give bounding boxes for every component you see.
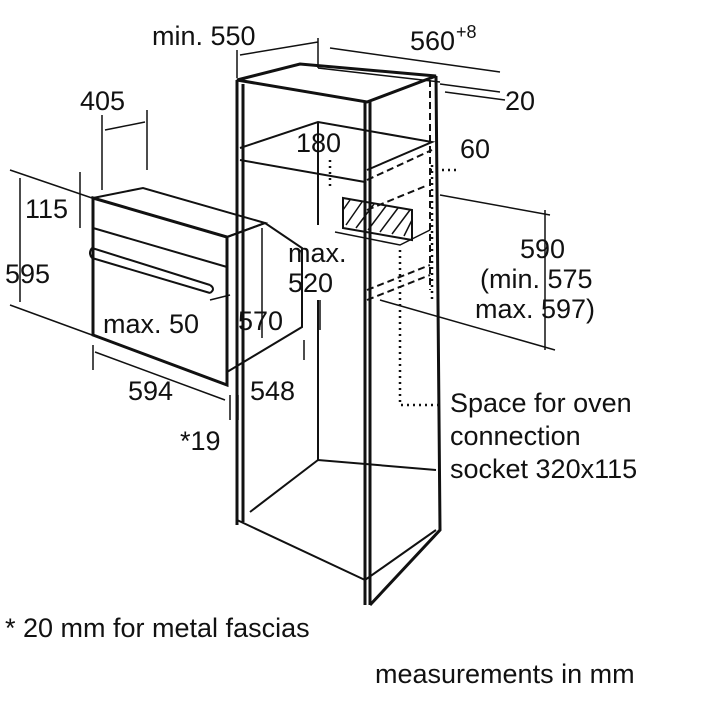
label-min-550: min. 550 [152,21,256,51]
cabinet [235,62,460,607]
label-548: 548 [250,376,295,406]
label-max: max. [288,238,347,268]
dimension-labels: min. 550 560 +8 20 405 180 60 115 595 ma… [5,21,595,456]
label-60: 60 [460,134,490,164]
label-594: 594 [128,376,173,406]
socket-note: Space for oven connection socket 320x115 [450,388,637,484]
label-590-min: (min. 575 [480,264,593,294]
label-590: 590 [520,234,565,264]
units-note: measurements in mm [375,659,635,689]
label-405: 405 [80,86,125,116]
label-560-tolerance: +8 [456,22,477,42]
label-19: *19 [180,426,221,456]
label-520: 520 [288,268,333,298]
label-max-50: max. 50 [103,309,199,339]
label-595: 595 [5,259,50,289]
label-180: 180 [296,128,341,158]
label-20: 20 [505,86,535,116]
footnote: * 20 mm for metal fascias [5,613,310,643]
oven [89,186,303,388]
label-560: 560 [410,26,455,56]
label-570: 570 [238,306,283,336]
socket-note-line-2: connection [450,421,581,451]
socket-note-line-1: Space for oven [450,388,632,418]
label-115: 115 [25,194,68,224]
dimension-lines [9,38,556,420]
label-590-max: max. 597) [475,294,595,324]
socket-note-line-3: socket 320x115 [450,454,637,484]
